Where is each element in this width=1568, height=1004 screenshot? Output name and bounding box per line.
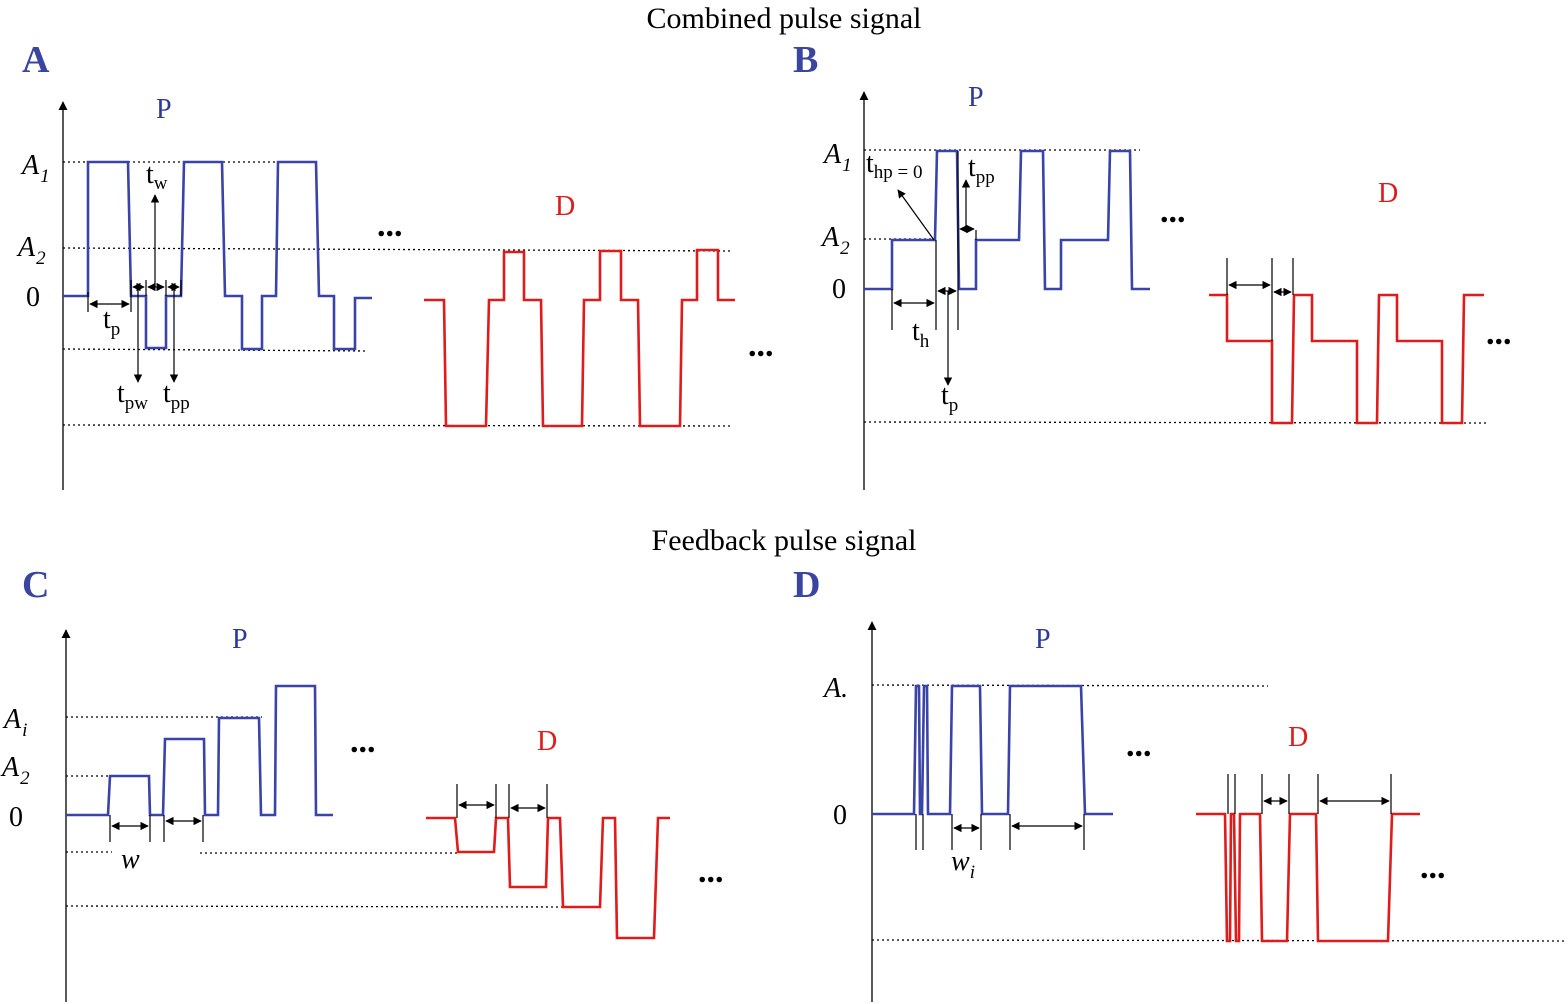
panel-b-y-zero-label: 0 xyxy=(832,274,846,305)
feedback-pulse-title: Feedback pulse signal xyxy=(652,524,917,557)
panel-c-ellipsis-2: ... xyxy=(698,853,724,890)
panel-a-ref-a2 xyxy=(62,247,731,252)
panel-c-w-label: w xyxy=(121,844,140,875)
panel-c-negative-pulse-train xyxy=(426,816,670,940)
panel-a-tw-label: tw xyxy=(146,159,168,194)
panel-c-y-a2-label: A2 xyxy=(0,752,30,789)
panel-d-wi-label: wi xyxy=(951,846,975,883)
panel-d-y-zero-label: 0 xyxy=(833,800,847,831)
panel-c-p-label: P xyxy=(232,624,248,655)
panel-d-p-label: P xyxy=(1035,624,1051,655)
panel-b-d-label: D xyxy=(1378,178,1398,209)
panel-a-p-label: P xyxy=(156,94,172,125)
panel-a-tpw-label: tpw xyxy=(117,378,148,414)
panel-b-ellipsis-2: ... xyxy=(1486,315,1512,352)
panel-a-positive-pulse-train xyxy=(63,160,372,351)
panel-b-letter: B xyxy=(793,39,818,81)
panel-a-y-a2-label: A2 xyxy=(16,232,46,269)
panel-b-negative-pulse-train xyxy=(1209,293,1484,425)
panel-a-negative-pulse-train xyxy=(424,248,735,428)
panel-a-d-label: D xyxy=(555,191,575,222)
panel-b-y-a1-label: A1 xyxy=(822,139,852,176)
panel-a-ellipsis-1: ... xyxy=(377,207,403,244)
panel-b-tpp-label: tpp xyxy=(968,152,995,188)
panel-a-y-zero-label: 0 xyxy=(26,282,40,313)
panel-c-letter: C xyxy=(22,564,49,606)
panel-b-y-a2-label: A2 xyxy=(820,222,850,259)
panel-a-y-a1-label: A1 xyxy=(20,150,50,187)
panel-d-y-a-label: A. xyxy=(822,673,848,704)
panel-c-y-ai-label: Ai xyxy=(2,704,27,741)
panel-a-ellipsis-2: ... xyxy=(748,327,774,364)
panel-b-ellipsis-1: ... xyxy=(1160,193,1186,230)
panel-d-ref-neg xyxy=(871,939,1567,942)
panel-a-ref-neg xyxy=(62,348,369,352)
panel-b-th-label: th xyxy=(912,316,930,352)
panel-b-thp-label: thp = 0 xyxy=(866,148,923,183)
panel-d-ellipsis-1: ... xyxy=(1126,727,1152,764)
panel-c-ellipsis-1: ... xyxy=(350,723,376,760)
panel-a: A A1 A2 0 P D tw tp tpw tpp ... ... xyxy=(16,39,774,490)
panel-a-letter: A xyxy=(22,39,50,81)
panel-a-ref-neg-big xyxy=(62,424,731,427)
panel-a-tp-label: tp xyxy=(103,304,120,340)
panel-d-ref-a xyxy=(871,684,1269,687)
panel-c-y-zero-label: 0 xyxy=(9,802,23,833)
panel-a-tpp-label: tpp xyxy=(163,378,190,414)
panel-b-p-label: P xyxy=(968,82,984,113)
panel-b-positive-pulse-train xyxy=(864,149,1150,291)
panel-b-thp-leader xyxy=(897,189,935,241)
panel-b-ref-neg xyxy=(863,421,1487,424)
panel-d-negative-pulse-train xyxy=(1196,812,1420,943)
panel-b-tp-label: tp xyxy=(941,380,958,416)
panel-d-letter: D xyxy=(793,564,820,606)
panel-b: B A1 A2 0 P D thp = 0 tpp th tp ... ... xyxy=(793,39,1512,490)
panel-d-ellipsis-2: ... xyxy=(1420,849,1446,886)
panel-c-ref-neg-2 xyxy=(65,905,566,908)
panel-d: D A. 0 P D wi ... ... xyxy=(793,564,1567,1002)
panel-d-d-label: D xyxy=(1288,722,1308,753)
panel-c: C Ai A2 0 P D w ... ... xyxy=(0,564,724,1002)
combined-pulse-title: Combined pulse signal xyxy=(647,2,922,35)
panel-c-positive-pulse-train xyxy=(66,684,333,817)
panel-c-d-label: D xyxy=(537,726,557,757)
panel-d-positive-pulse-train xyxy=(872,684,1113,816)
